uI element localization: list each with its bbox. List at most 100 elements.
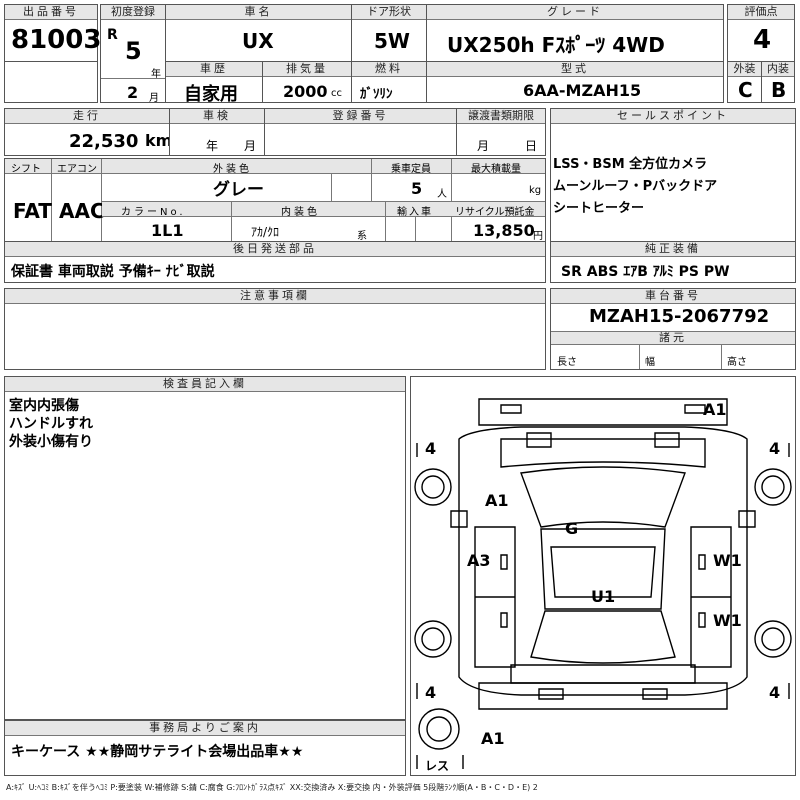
month-unit: 月: [149, 93, 159, 104]
equipment: SR ABS ｴｱB ｱﾙﾐ PS PW: [561, 264, 730, 280]
transfer-month: 月: [477, 139, 490, 153]
car-name-cell: 車名 UX: [165, 4, 352, 62]
recycle-label: リサイクル預託金: [455, 207, 535, 218]
registration-cell: 登録番号: [264, 108, 457, 156]
equipment-label: 純正装備: [551, 242, 795, 257]
sales-point-cell: セールスポイント LSS・BSM 全方位カメラ ムーンルーフ・Pバックドア シー…: [550, 108, 796, 258]
lot-number: 81003: [11, 25, 102, 55]
shift: FAT: [13, 199, 52, 223]
tire-score: 4: [769, 439, 781, 458]
car-outline-icon: [414, 398, 792, 769]
sales-point-line: LSS・BSM 全方位カメラ: [553, 157, 708, 172]
sales-point-line: ムーンルーフ・Pバックドア: [553, 179, 718, 194]
ext-grade-cell: 外装 C: [727, 61, 762, 103]
color-no-label: カラーNo.: [121, 207, 186, 218]
legend: A:ｷｽﾞ U:ﾍｺﾐ B:ｷｽﾞを伴うﾍｺﾐ P:要塗装 W:補修跡 S:錆 …: [6, 783, 538, 792]
chassis-label: 車台番号: [551, 289, 795, 304]
tire-score: 4: [769, 683, 781, 702]
interior-color-unit: 系: [357, 231, 367, 242]
door-label: ドア形状: [352, 5, 426, 20]
spare-tire: レス: [425, 759, 450, 773]
recycle-fee: 13,850: [473, 221, 535, 240]
damage-mark: A3: [467, 551, 491, 570]
reg-year: 5: [125, 37, 142, 65]
grade: UX250h Fｽﾎﾟｰﾂ 4WD: [447, 33, 665, 57]
notes-cell: 注意事項欄: [4, 288, 546, 370]
damage-mark: U1: [591, 587, 616, 606]
year-unit: 年: [151, 69, 161, 80]
inspection-cell: 車検 年 月: [169, 108, 265, 156]
door-type: 5W: [374, 29, 410, 53]
length-label: 長さ: [557, 357, 577, 368]
mileage-unit: km: [145, 131, 173, 150]
capacity-unit: 人: [437, 189, 447, 200]
spec-block: シフト エアコン 外装色 乗車定員 最大積載量 グレー 5 人 kg FAT A…: [4, 158, 546, 243]
model: 6AA-MZAH15: [523, 81, 642, 100]
lot-label: 出品番号: [5, 5, 97, 20]
int-color-label: 内装色: [281, 207, 320, 218]
mileage: 22,530: [69, 131, 139, 152]
model-cell: 型式 6AA-MZAH15: [426, 61, 724, 103]
equipment-cell: 純正装備 SR ABS ｴｱB ｱﾙﾐ PS PW: [550, 241, 796, 283]
car-name: UX: [242, 29, 274, 53]
air-con: AAC: [59, 199, 105, 223]
int-grade-cell: 内装 B: [761, 61, 795, 103]
height-label: 高さ: [727, 357, 747, 368]
fuel-cell: 燃料 ｶﾞｿﾘﾝ: [351, 61, 427, 103]
load-unit: kg: [529, 185, 542, 196]
mileage-label: 走行: [5, 109, 169, 124]
era: R: [107, 27, 118, 43]
score-label: 評価点: [728, 5, 794, 20]
grade-cell: グレード UX250h Fｽﾎﾟｰﾂ 4WD: [426, 4, 724, 62]
first-reg-cell: 初度登録 R 5 年 2 月: [100, 4, 166, 104]
damage-mark: W1: [713, 551, 742, 570]
interior-color: ｱｶ/ｸﾛ: [251, 225, 280, 239]
displacement-cell: 排気量 2000 cc: [262, 61, 352, 103]
inspector-line: 外装小傷有り: [9, 434, 93, 450]
ext-label: 外装: [728, 62, 761, 77]
office-text: キーケース ★★静岡サテライト会場出品車★★: [11, 744, 304, 760]
later-parts-cell: 後日発送部品 保証書 車両取説 予備ｷｰ ﾅﾋﾞ取説: [4, 241, 546, 283]
damage-mark: A1: [703, 400, 727, 419]
exterior-color: グレー: [213, 180, 264, 200]
later-parts-label: 後日発送部品: [5, 242, 545, 257]
score: 4: [753, 25, 772, 55]
registration-label: 登録番号: [265, 109, 456, 124]
fuel: ｶﾞｿﾘﾝ: [360, 87, 393, 102]
transfer-label: 譲渡書類期限: [457, 109, 545, 124]
grade-label: グレード: [427, 5, 723, 20]
inspector-label: 検査員記入欄: [5, 377, 405, 392]
capacity-label: 乗車定員: [391, 164, 431, 175]
import-label: 輸入車: [397, 207, 433, 218]
displacement: 2000: [283, 82, 328, 101]
tire-score: 4: [425, 439, 437, 458]
office-cell: 事務局よりご案内 キーケース ★★静岡サテライト会場出品車★★: [4, 720, 406, 776]
inspector-line: 室内内張傷: [9, 398, 79, 414]
inspection-year: 年: [206, 139, 219, 153]
width-label: 幅: [645, 357, 655, 368]
car-name-label: 車名: [166, 5, 351, 20]
color-label: 外装色: [213, 164, 252, 175]
tire-score: 4: [425, 683, 437, 702]
damage-mark: A1: [481, 729, 505, 748]
load-label: 最大積載量: [471, 164, 521, 175]
int-grade: B: [771, 78, 787, 102]
inspector-line: ハンドルすれ: [9, 416, 93, 432]
lot-blank: [4, 61, 98, 103]
model-label: 型式: [427, 62, 723, 77]
history-cell: 車歴 自家用: [165, 61, 263, 105]
shift-label: シフト: [11, 164, 41, 175]
ac-label: エアコン: [57, 164, 97, 175]
displacement-label: 排気量: [263, 62, 351, 77]
transfer-day: 日: [525, 139, 538, 153]
fuel-label: 燃料: [352, 62, 426, 77]
color-number: 1L1: [151, 221, 184, 240]
recycle-unit: 円: [533, 231, 543, 242]
later-parts: 保証書 車両取説 予備ｷｰ ﾅﾋﾞ取説: [11, 264, 215, 280]
lot-cell: 出品番号 81003: [4, 4, 102, 62]
damage-mark: A1: [485, 491, 509, 510]
inspector-cell: 検査員記入欄 室内内張傷 ハンドルすれ 外装小傷有り: [4, 376, 406, 720]
damage-mark: G: [565, 519, 579, 538]
dims-label: 諸元: [551, 331, 795, 345]
reg-month: 2: [127, 83, 139, 102]
